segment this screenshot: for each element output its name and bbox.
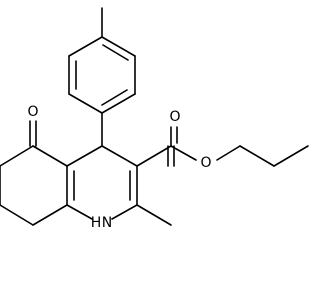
bond-aryl-4 bbox=[68, 93, 103, 114]
bond-c3-ester bbox=[136, 145, 172, 167]
atom-labels: O O O H N bbox=[27, 104, 211, 231]
bond-propyl-2 bbox=[239, 145, 275, 167]
ketone-oxygen-label: O bbox=[27, 104, 38, 120]
bond-c2-methyl bbox=[136, 204, 172, 226]
bond-propyl-3 bbox=[273, 145, 309, 167]
ring-nitrogen-h-label: H bbox=[91, 215, 102, 231]
bond-aryl-inner-2 bbox=[101, 89, 128, 106]
ester-carbonyl-oxygen-label: O bbox=[169, 109, 180, 125]
bond-c4-c3 bbox=[101, 145, 138, 167]
bond-n1-c8a bbox=[66, 204, 93, 220]
ring-nitrogen-label: N bbox=[102, 215, 112, 231]
bond-c5-c6 bbox=[0, 145, 34, 167]
bond-c4a-c4 bbox=[66, 145, 103, 167]
bond-c4a-c5 bbox=[32, 145, 68, 167]
bonds bbox=[0, 7, 309, 226]
bond-aryl-1 bbox=[101, 36, 136, 57]
ester-alkoxy-oxygen-label: O bbox=[200, 155, 211, 171]
bond-aryl-inner-1 bbox=[102, 44, 129, 61]
bond-c2-n1 bbox=[111, 204, 138, 220]
bond-ester-o bbox=[170, 145, 197, 161]
bond-propyl-1 bbox=[216, 145, 241, 161]
bond-aryl-6 bbox=[68, 36, 103, 57]
bond-c7-c8 bbox=[0, 204, 34, 226]
bond-aryl-3 bbox=[101, 93, 136, 114]
bond-c8-c8a bbox=[32, 204, 68, 226]
